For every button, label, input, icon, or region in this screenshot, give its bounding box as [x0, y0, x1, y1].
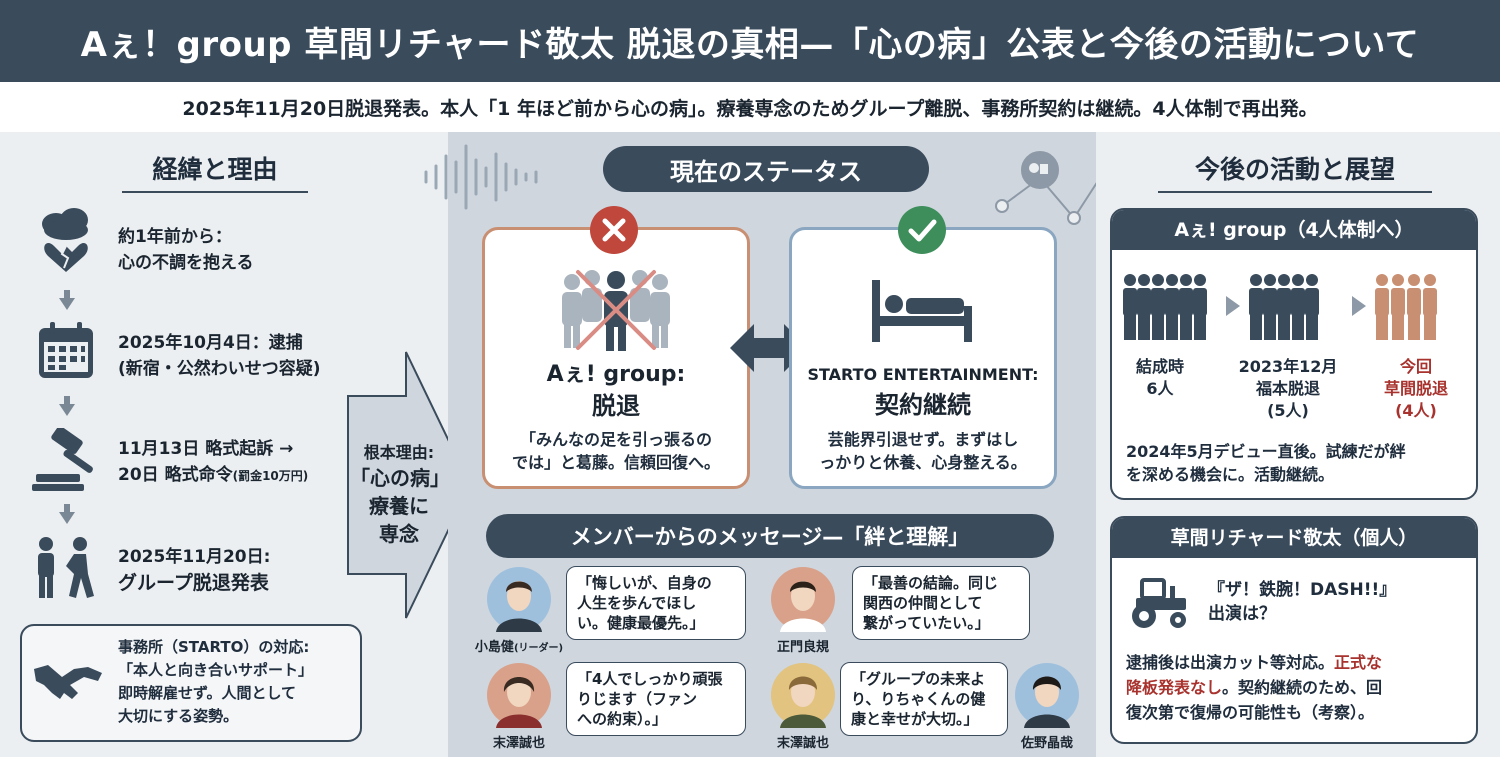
calendar-icon: [39, 322, 93, 378]
root-reason-arrow: [347, 351, 472, 619]
status-agency-desc: 芸能界引退せず。まずはしっかりと休養、心身整える。: [819, 430, 1027, 472]
title-underline: [1158, 191, 1432, 193]
root-reason-text: 根本理由: 「心の病」 療養に 専念: [350, 443, 450, 546]
member-figure-icon: [1423, 274, 1437, 340]
individual-future-box: 草間リチャード敬太（個人）: [1110, 516, 1478, 744]
member-figure-icon: [1375, 274, 1389, 340]
stage-label: 今回草間脱退(4人): [1383, 357, 1448, 420]
member-figures-group: [1123, 274, 1207, 340]
individual-future-desc: 逮捕後は出演カット等対応。正式な 降板発表なし。契約継続のため、回 復次第で復帰…: [1126, 653, 1383, 722]
member-figure-icon: [1263, 274, 1277, 340]
person-leaving-icon: [38, 537, 94, 598]
group-future-box: Aぇ! group（4人体制へ）: [1110, 208, 1478, 500]
bed-rest-icon: [872, 280, 972, 342]
member-name: 末澤誠也: [492, 736, 545, 751]
member-messages-title: メンバーからのメッセージ—「絆と理解」: [486, 514, 1054, 558]
arrow-down-3: [59, 504, 75, 524]
stage-arrow: [1352, 296, 1366, 316]
member-name: 佐野晶哉: [1020, 736, 1073, 751]
show-question: 『ザ！鉄腕！DASH!!』出演は？: [1208, 580, 1397, 624]
member-figures-group: [1249, 274, 1319, 340]
member-figure-icon: [1123, 274, 1137, 340]
stage-arrow: [1226, 296, 1240, 316]
title-underline: [122, 191, 308, 193]
group-future-desc: 2024年5月デビュー直後。試練だが絆を深める機会に。活動継続。: [1126, 442, 1406, 484]
status-group-desc: 「みんなの足を引っ張るのでは」と葛藤。信頼回復へ。: [511, 430, 720, 472]
arrow-down-2: [59, 396, 75, 416]
avatar: [487, 663, 551, 728]
member-figure-icon: [1391, 274, 1405, 340]
member-figure-icon: [1179, 274, 1193, 340]
individual-future-head: 草間リチャード敬太（個人）: [1112, 518, 1476, 558]
agency-response-text: 事務所（STARTO）の対応:「本人と向き合いサポート」即時解雇せず。人間として…: [118, 638, 314, 725]
member-figure-icon: [1305, 274, 1319, 340]
member-figure-icon: [1193, 274, 1207, 340]
stage-label: 2023年12月福本脱退(5人): [1238, 357, 1338, 420]
avatar: [1015, 663, 1079, 728]
member-name: 末澤誠也: [776, 736, 829, 751]
page-title: Aぇ！group 草間リチャード敬太 脱退の真相—「心の病」公表と今後の活動につ…: [0, 0, 1500, 82]
member-message-bubble: 「最善の結論。同じ関西の仲間として繋がっていたい。」: [852, 566, 1030, 640]
double-arrow-icon: [730, 324, 808, 372]
member-figure-icon: [1137, 274, 1151, 340]
member-figure-icon: [1407, 274, 1421, 340]
status-title: 現在のステータス: [603, 146, 929, 192]
status-card-group: [482, 227, 750, 489]
member-figure-icon: [1165, 274, 1179, 340]
tractor-icon: [1132, 578, 1186, 628]
member-message-bubble: 「4人でしっかり頑張りじます（ファンへの約束）。」: [566, 662, 746, 736]
avatar: [487, 567, 551, 632]
arrow-down-1: [59, 290, 75, 310]
gavel-icon: [32, 428, 93, 491]
broken-heart-cloud-icon: [42, 208, 88, 272]
avatar: [771, 567, 835, 632]
group-removed-icon: [562, 270, 670, 351]
step-3-text: 11月13日 略式起訴 → 20日 略式命令(罰金10万円): [118, 439, 309, 485]
history-title: 経緯と理由: [152, 155, 278, 184]
status-agency-title: STARTO ENTERTAINMENT: 契約継続: [807, 365, 1039, 419]
member-count-diagram: [1123, 274, 1437, 340]
agency-response-box: [20, 624, 362, 742]
step-1-text: 約1年前から：心の不調を抱える: [118, 227, 254, 273]
handshake-icon: [34, 665, 102, 699]
member-figure-icon: [1151, 274, 1165, 340]
cross-icon: [590, 206, 638, 254]
avatar: [771, 663, 835, 728]
member-figure-icon: [1249, 274, 1263, 340]
summary-banner: 2025年11月20日脱退発表。本人「1 年ほど前から心の病」。療養専念のためグ…: [0, 82, 1500, 132]
step-2-text: 2025年10月4日：逮捕(新宿・公然わいせつ容疑): [118, 333, 321, 379]
group-future-head: Aぇ! group（4人体制へ）: [1112, 210, 1476, 250]
check-icon: [898, 206, 946, 254]
future-title: 今後の活動と展望: [1194, 155, 1395, 184]
status-card-agency: [789, 227, 1057, 489]
member-name: 小島健(リーダー): [474, 640, 564, 655]
member-message-bubble: 「グループの未来より、りちゃくんの健康と幸せが大切。」: [840, 662, 1008, 736]
member-figure-icon: [1291, 274, 1305, 340]
step-4-text: 2025年11月20日:グループ脱退発表: [118, 547, 271, 594]
member-message-bubble: 「悔しいが、自身の人生を歩んでほしい。健康最優先。」: [566, 566, 746, 640]
member-figure-icon: [1277, 274, 1291, 340]
member-figures-group: [1375, 274, 1437, 340]
member-name: 正門良規: [776, 640, 829, 655]
status-group-title: Aぇ! group: 脱退: [546, 362, 686, 420]
sound-wave-decoration: [424, 144, 538, 210]
